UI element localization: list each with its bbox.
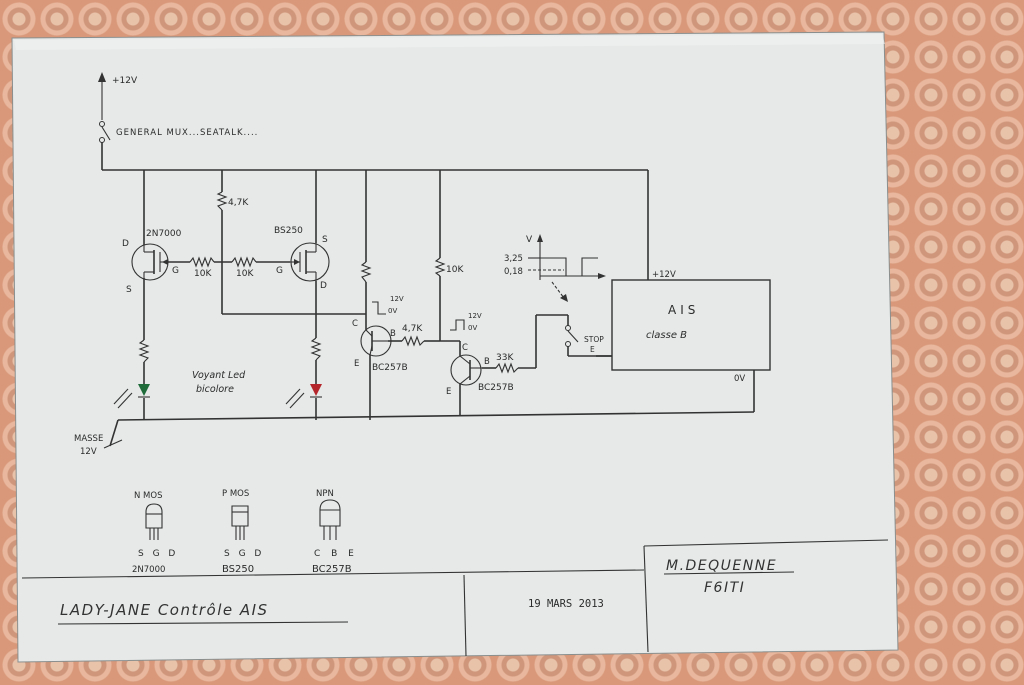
title-underline — [57, 621, 349, 625]
pulse-1-high: 12V — [390, 295, 404, 303]
pinout-1-part: 2N7000 — [132, 565, 165, 575]
resistors — [138, 191, 519, 374]
q3-part-label: BC257B — [372, 363, 408, 373]
ais-subtitle: classe B — [646, 330, 687, 341]
q2-part-label: BS250 — [274, 226, 303, 236]
waveform-high-label: 3,25 — [504, 254, 523, 264]
title-block-frame — [21, 539, 889, 657]
r-pullup — [216, 191, 228, 211]
q2-pmos-symbol — [290, 242, 330, 282]
pinout-2-pins: S G D — [224, 549, 264, 559]
q3-b-label: B — [390, 329, 396, 339]
q1-drain-label: D — [122, 239, 129, 249]
stop-label-2: E — [590, 345, 595, 354]
paper-sheet — [11, 31, 899, 663]
q3-c-label: C — [352, 319, 358, 329]
pulse-1-low: 0V — [388, 307, 397, 315]
q4-part-label: BC257B — [478, 383, 514, 393]
r-base-2-label: 33K — [496, 353, 514, 363]
r-base-1-label: 4,7K — [402, 324, 423, 334]
pinout-3-pins: C B E — [314, 549, 358, 559]
led-label-1: Voyant Led — [192, 370, 246, 381]
r-pullup-label: 4,7K — [228, 198, 249, 208]
stop-label-1: STOP — [584, 335, 604, 344]
q1-source-label: S — [126, 285, 132, 295]
r-gate-1-label: 10K — [194, 269, 212, 279]
ais-title: AIS — [668, 303, 699, 317]
pulse-2-icon — [450, 319, 465, 331]
r-q3-col — [360, 261, 372, 283]
ais-ground-label: 0V — [734, 374, 745, 384]
pulse-1-icon — [372, 301, 386, 315]
ais-supply-label: +12V — [652, 270, 676, 280]
paper-highlight — [14, 34, 885, 50]
r-gate-1 — [189, 256, 215, 268]
led-green-symbol — [113, 384, 150, 409]
waveform-graph — [528, 234, 606, 302]
r-q2-led — [310, 337, 322, 361]
pulse-2-low: 0V — [468, 324, 477, 332]
pinout-1-pins: S G D — [138, 549, 178, 559]
q4-b-label: B — [484, 357, 490, 367]
switch-label: GENERAL MUX...SEATALK.... — [116, 128, 258, 138]
pinout-npn-icon — [319, 499, 341, 540]
r-gate-2-label: 10K — [236, 269, 254, 279]
author-callsign: F6ITI — [704, 580, 745, 596]
led-red-symbol — [285, 384, 322, 409]
led-label-2: bicolore — [196, 384, 234, 395]
q4-c-label: C — [462, 343, 468, 353]
pinout-2-type: P MOS — [222, 489, 249, 499]
q4-npn-symbol — [450, 354, 482, 386]
q2-drain-label: D — [320, 281, 327, 291]
pinout-1-type: N MOS — [134, 491, 162, 501]
r-base-1 — [401, 335, 425, 347]
r-gate-2 — [231, 256, 257, 268]
stop-switch-symbol — [565, 325, 579, 347]
q1-gate-label: G — [172, 266, 179, 276]
r-q1-led — [138, 339, 150, 363]
q3-e-label: E — [354, 359, 359, 369]
author-name: M.DEQUENNE — [666, 558, 777, 574]
wiring — [102, 169, 755, 449]
pinout-3-part: BC257B — [312, 564, 352, 575]
waveform-axis-label: V — [526, 235, 533, 245]
masse-label-1: MASSE — [74, 434, 103, 444]
pinout-2-part: BS250 — [222, 564, 254, 575]
q3-npn-symbol — [360, 325, 392, 357]
ais-block — [611, 279, 771, 371]
pinout-nmos-icon — [145, 503, 163, 540]
masse-label-2: 12V — [80, 447, 97, 457]
r-collector — [434, 257, 446, 277]
waveform-low-label: 0,18 — [504, 267, 523, 277]
q1-nmos-symbol — [131, 243, 169, 281]
drawing-date: 19 MARS 2013 — [528, 598, 604, 610]
pulse-2-high: 12V — [468, 312, 482, 320]
drawing-title: LADY-JANE Contrôle AIS — [60, 601, 269, 619]
r-base-2 — [495, 362, 519, 374]
pinout-3-type: NPN — [316, 489, 334, 499]
supply-switch: +12V GENERAL MUX...SEATALK.... — [98, 72, 258, 170]
supply-label: +12V — [112, 76, 138, 86]
q2-gate-label: G — [276, 266, 283, 276]
pinout-pmos-icon — [231, 505, 249, 540]
r-collector-label: 10K — [446, 265, 464, 275]
q1-part-label: 2N7000 — [146, 229, 182, 239]
q2-source-label: S — [322, 235, 328, 245]
q4-e-label: E — [446, 387, 451, 397]
author-underline — [663, 571, 795, 575]
